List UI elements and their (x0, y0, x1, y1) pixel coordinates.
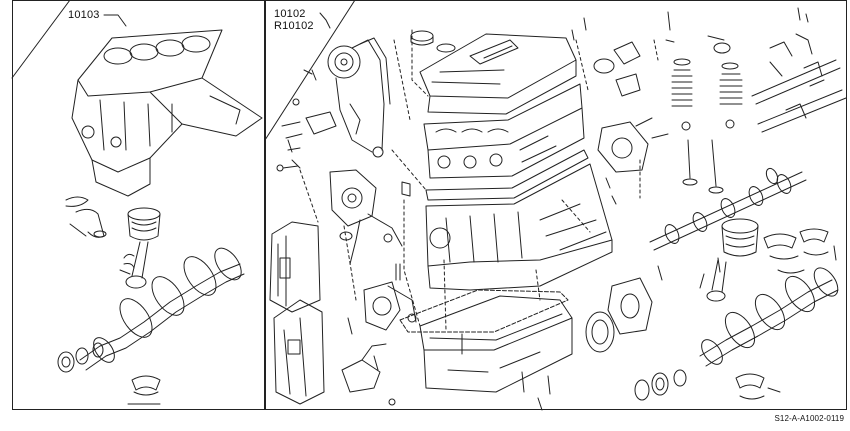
valves (682, 120, 734, 193)
water-pump (330, 170, 402, 246)
long-label-leader (320, 13, 330, 28)
oil-pump (364, 282, 416, 330)
thermostat-housing (598, 118, 668, 172)
cylinder-head (424, 84, 584, 178)
timing-gear-and-chain (328, 38, 390, 157)
crankshaft-left (80, 244, 247, 370)
head-gasket (426, 150, 588, 200)
rocker-shafts (752, 34, 846, 132)
engine-block-long (426, 164, 612, 290)
oil-strainer (342, 344, 386, 392)
piston-and-rod (126, 208, 160, 288)
oil-pan-gasket (400, 290, 568, 332)
camshaft (650, 167, 806, 250)
crank-sprocket-right (635, 370, 686, 400)
short-block-label: 10103 (68, 9, 100, 21)
short-panel-corner-cut (12, 0, 70, 78)
oil-filler-cap (411, 31, 455, 52)
valve-springs (666, 12, 742, 106)
short-block-panel (12, 0, 265, 410)
rocker-arms (594, 36, 730, 96)
timing-cover (270, 222, 320, 312)
rocker-cover (420, 34, 576, 114)
short-label-leader (104, 15, 126, 26)
diagram-reference-code: S12-A-A1002-0119 (774, 414, 844, 423)
bearing-shells-right (764, 229, 828, 273)
oil-pan (420, 296, 572, 392)
piston-rings-and-clips (66, 197, 134, 274)
crankshaft-right (697, 264, 842, 368)
connecting-rod-right (700, 260, 726, 301)
cylinder-block (72, 30, 262, 196)
dipstick (350, 182, 410, 264)
long-panel-corner-cut (265, 0, 355, 140)
timing-chain-tensioner (277, 99, 336, 171)
bolts-and-fasteners (288, 8, 836, 410)
rear-oil-seal-and-plate (586, 278, 652, 352)
assembly-dashed-leaders (300, 30, 658, 330)
long-block-panel (265, 0, 847, 410)
main-bearing-shells (128, 376, 160, 404)
crank-gear-and-pulley (58, 343, 103, 372)
thrust-washers-right (736, 374, 780, 399)
long-block-reman-label: R10102 (274, 20, 314, 32)
long-block-label: 10102 (274, 8, 306, 20)
piston-right (722, 219, 758, 256)
front-cover (274, 300, 324, 404)
